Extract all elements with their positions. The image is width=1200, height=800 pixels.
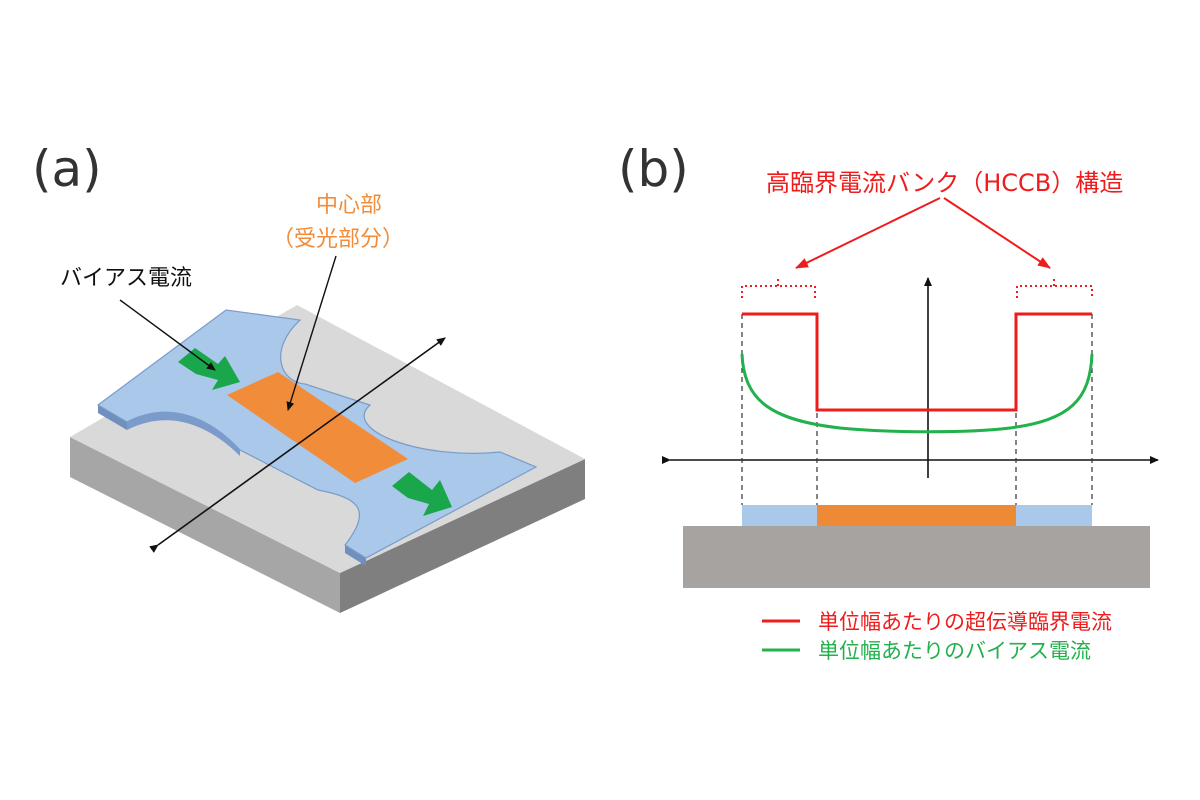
hccb-bracket-left <box>741 276 816 298</box>
strip-axis-arrow <box>149 337 446 553</box>
panel-a: (a) バイアス電流 中心 <box>32 140 585 613</box>
center-leader-line <box>286 255 337 411</box>
substrate-right-face <box>340 459 585 613</box>
cross-section-substrate <box>683 526 1150 588</box>
panel-b: (b) 高臨界電流バンク（HCCB）構造 単位幅あたりの超伝導 <box>618 140 1159 663</box>
center-title-label: 中心部 <box>316 193 382 218</box>
bias-leader-line <box>119 299 216 371</box>
critical-current-curve <box>742 312 1092 412</box>
cross-section-bank-left <box>742 505 817 526</box>
hccb-pointer-right <box>943 197 1051 269</box>
legend: 単位幅あたりの超伝導臨界電流 単位幅あたりのバイアス電流 <box>762 610 1112 663</box>
film-side-face <box>98 405 127 430</box>
hccb-label: 高臨界電流バンク（HCCB）構造 <box>766 169 1123 197</box>
legend-bias-label: 単位幅あたりのバイアス電流 <box>818 639 1091 663</box>
legend-critical-label: 単位幅あたりの超伝導臨界電流 <box>818 610 1112 634</box>
bias-current-curve <box>740 353 1094 434</box>
cross-section-bank-right <box>1016 505 1092 526</box>
panel-a-label: (a) <box>32 140 102 198</box>
hccb-pointer-left <box>795 197 941 269</box>
center-subtitle-label: （受光部分） <box>272 227 404 252</box>
hccb-bracket-right <box>1016 276 1093 298</box>
cross-section-center <box>817 505 1016 526</box>
panel-b-label: (b) <box>618 140 689 198</box>
bias-current-label: バイアス電流 <box>60 266 192 291</box>
